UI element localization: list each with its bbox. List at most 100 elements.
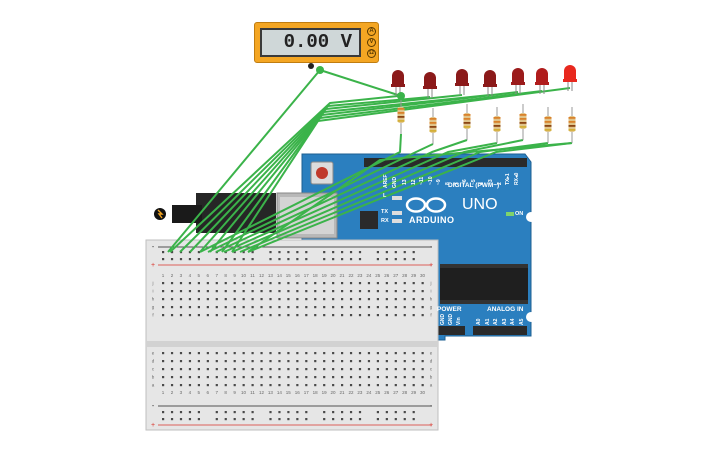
- breadboard-hole[interactable]: [206, 306, 209, 309]
- breadboard-hole[interactable]: [287, 298, 290, 301]
- breadboard-hole[interactable]: [385, 368, 388, 371]
- wire[interactable]: [231, 87, 571, 253]
- breadboard-hole[interactable]: [242, 384, 245, 387]
- breadboard-hole[interactable]: [358, 368, 362, 371]
- power-header[interactable]: [437, 326, 465, 335]
- breadboard-hole[interactable]: [215, 290, 218, 293]
- breadboard-hole[interactable]: [278, 376, 281, 379]
- led[interactable]: [423, 72, 437, 98]
- breadboard-hole[interactable]: [412, 282, 415, 285]
- breadboard-hole[interactable]: [349, 314, 353, 317]
- breadboard-hole[interactable]: [260, 282, 263, 285]
- breadboard-hole[interactable]: [332, 376, 335, 379]
- breadboard-hole[interactable]: [341, 368, 344, 371]
- breadboard-hole[interactable]: [332, 282, 335, 285]
- breadboard-hole[interactable]: [233, 360, 236, 363]
- wire[interactable]: [189, 94, 463, 253]
- breadboard-hole[interactable]: [394, 368, 397, 371]
- breadboard-hole[interactable]: [341, 314, 344, 317]
- rail-hole[interactable]: [358, 411, 362, 414]
- breadboard-hole[interactable]: [305, 314, 308, 317]
- breadboard-hole[interactable]: [296, 352, 299, 355]
- breadboard-hole[interactable]: [332, 384, 335, 387]
- breadboard-hole[interactable]: [305, 306, 308, 309]
- breadboard-hole[interactable]: [269, 298, 272, 301]
- breadboard-hole[interactable]: [170, 298, 174, 301]
- breadboard-hole[interactable]: [421, 360, 424, 363]
- breadboard-hole[interactable]: [421, 368, 424, 371]
- breadboard-hole[interactable]: [376, 298, 379, 301]
- breadboard-hole[interactable]: [162, 290, 165, 293]
- rail-hole[interactable]: [170, 411, 174, 414]
- multimeter-probe[interactable]: [308, 63, 405, 100]
- breadboard-hole[interactable]: [242, 314, 245, 317]
- led[interactable]: [483, 70, 497, 96]
- breadboard-hole[interactable]: [197, 314, 200, 317]
- breadboard-hole[interactable]: [224, 290, 227, 293]
- breadboard-hole[interactable]: [367, 298, 371, 301]
- breadboard-hole[interactable]: [394, 384, 397, 387]
- breadboard-hole[interactable]: [215, 360, 218, 363]
- breadboard-hole[interactable]: [323, 384, 326, 387]
- breadboard-hole[interactable]: [233, 306, 236, 309]
- breadboard-hole[interactable]: [287, 282, 290, 285]
- rail-hole[interactable]: [412, 251, 415, 254]
- breadboard-hole[interactable]: [394, 306, 397, 309]
- rail-hole[interactable]: [287, 251, 290, 254]
- breadboard-hole[interactable]: [206, 290, 209, 293]
- breadboard-hole[interactable]: [421, 384, 424, 387]
- breadboard-hole[interactable]: [341, 298, 344, 301]
- breadboard-hole[interactable]: [296, 306, 299, 309]
- rail-hole[interactable]: [385, 258, 388, 261]
- breadboard-hole[interactable]: [314, 282, 317, 285]
- breadboard-hole[interactable]: [251, 352, 254, 355]
- rail-hole[interactable]: [385, 418, 388, 421]
- rail-hole[interactable]: [349, 418, 353, 421]
- wire[interactable]: [167, 69, 321, 253]
- breadboard-hole[interactable]: [197, 282, 200, 285]
- breadboard-hole[interactable]: [278, 384, 281, 387]
- rail-hole[interactable]: [170, 258, 174, 261]
- breadboard-hole[interactable]: [341, 352, 344, 355]
- breadboard-hole[interactable]: [305, 298, 308, 301]
- rail-hole[interactable]: [278, 258, 281, 261]
- breadboard-hole[interactable]: [242, 376, 245, 379]
- breadboard-hole[interactable]: [197, 352, 200, 355]
- rail-hole[interactable]: [332, 411, 335, 414]
- breadboard-hole[interactable]: [394, 298, 397, 301]
- breadboard-hole[interactable]: [215, 368, 218, 371]
- breadboard-hole[interactable]: [376, 290, 379, 293]
- breadboard-hole[interactable]: [305, 376, 308, 379]
- rail-hole[interactable]: [349, 411, 353, 414]
- rail-hole[interactable]: [403, 411, 406, 414]
- rail-hole[interactable]: [179, 258, 183, 261]
- rail-hole[interactable]: [251, 411, 254, 414]
- rail-hole[interactable]: [224, 411, 227, 414]
- breadboard-hole[interactable]: [296, 376, 299, 379]
- breadboard-hole[interactable]: [233, 384, 236, 387]
- breadboard-hole[interactable]: [323, 306, 326, 309]
- breadboard-hole[interactable]: [269, 384, 272, 387]
- breadboard-hole[interactable]: [394, 282, 397, 285]
- breadboard-hole[interactable]: [224, 282, 227, 285]
- rail-hole[interactable]: [376, 251, 379, 254]
- breadboard-hole[interactable]: [278, 360, 281, 363]
- breadboard-hole[interactable]: [233, 368, 236, 371]
- breadboard-hole[interactable]: [251, 290, 254, 293]
- rail-hole[interactable]: [278, 418, 281, 421]
- rail-hole[interactable]: [403, 418, 406, 421]
- breadboard-hole[interactable]: [403, 306, 406, 309]
- leds[interactable]: [391, 65, 577, 98]
- rail-hole[interactable]: [341, 411, 344, 414]
- breadboard-hole[interactable]: [206, 384, 209, 387]
- breadboard-hole[interactable]: [332, 314, 335, 317]
- breadboard-hole[interactable]: [341, 290, 344, 293]
- breadboard-hole[interactable]: [162, 298, 165, 301]
- breadboard-hole[interactable]: [394, 352, 397, 355]
- breadboard-hole[interactable]: [358, 306, 362, 309]
- rail-hole[interactable]: [394, 258, 397, 261]
- breadboard-hole[interactable]: [358, 290, 362, 293]
- breadboard-hole[interactable]: [242, 360, 245, 363]
- breadboard-hole[interactable]: [215, 282, 218, 285]
- breadboard-hole[interactable]: [403, 360, 406, 363]
